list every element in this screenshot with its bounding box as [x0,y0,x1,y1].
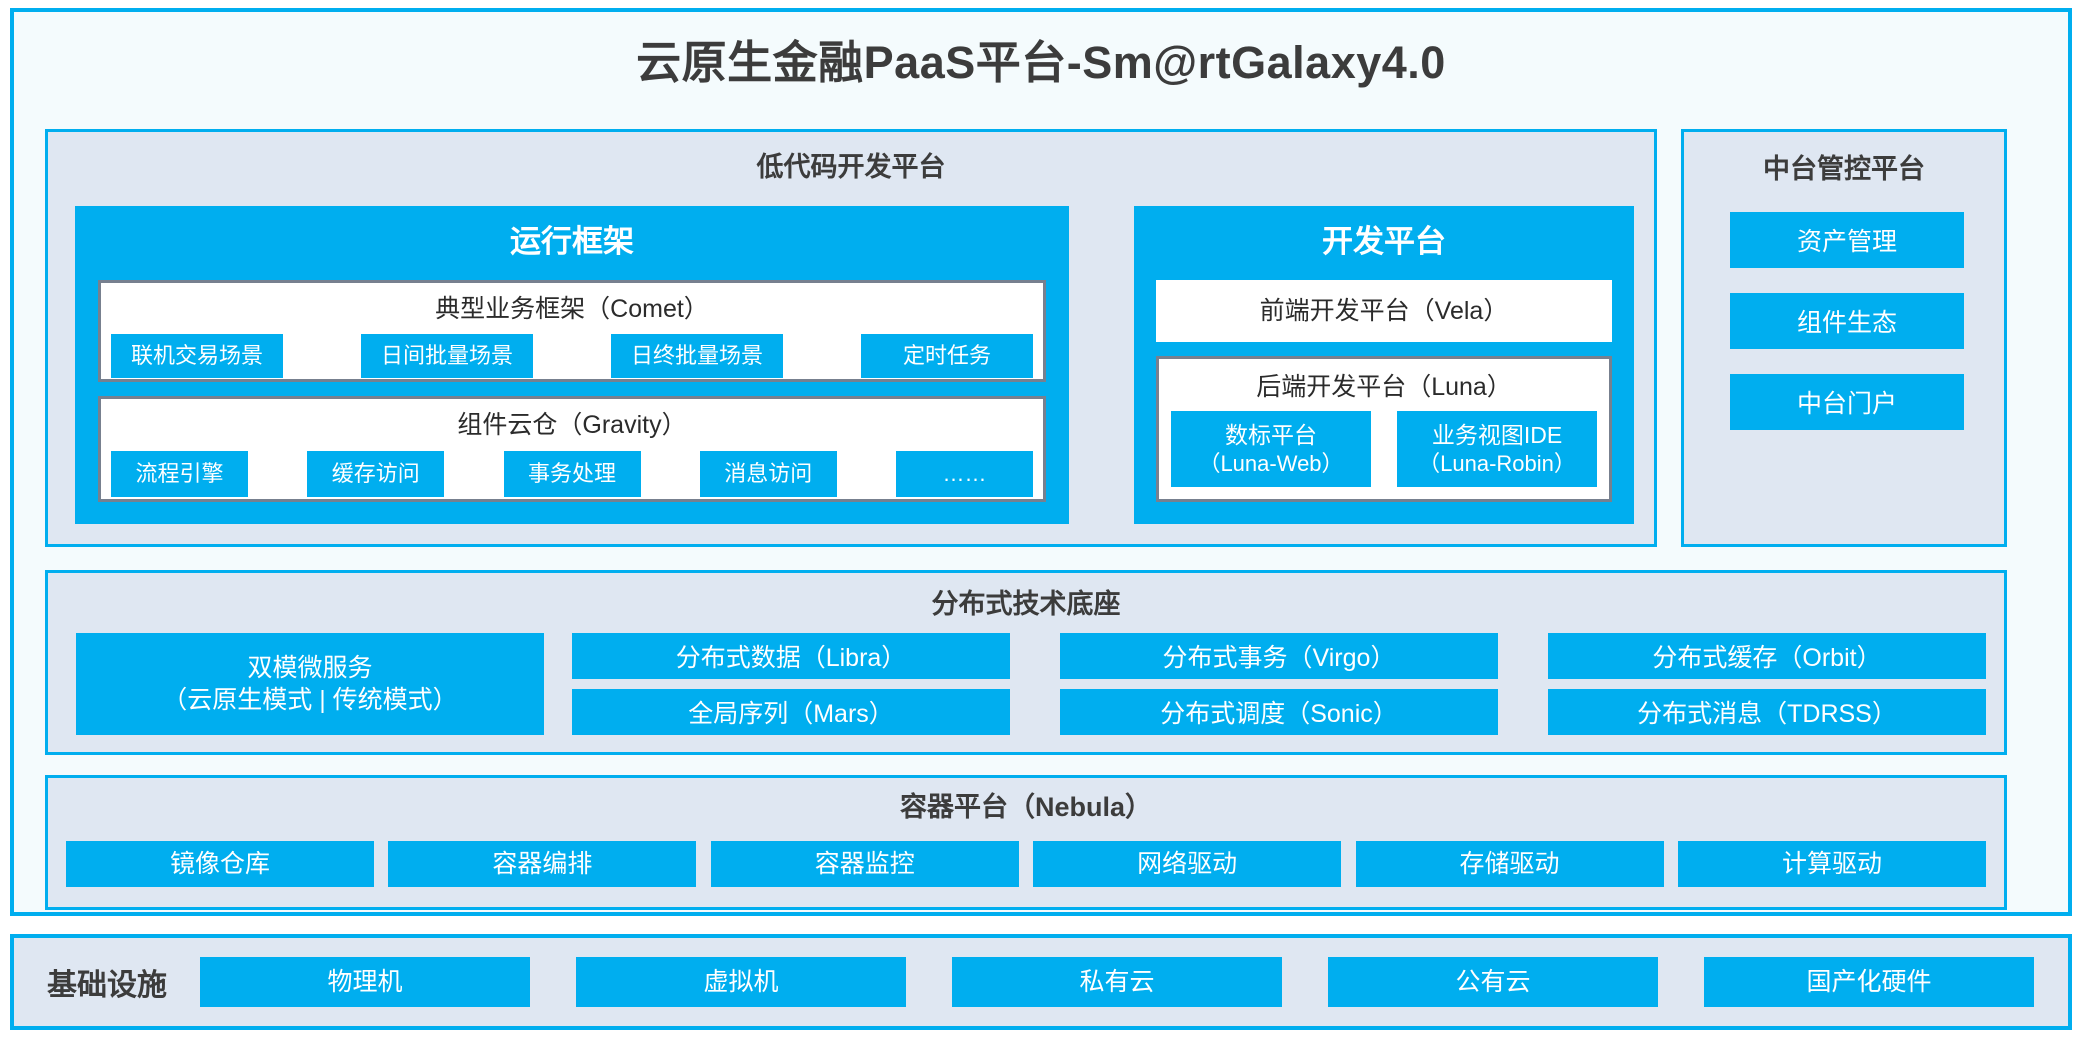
comet-title: 典型业务框架（Comet） [435,295,709,323]
infrastructure-label: 基础设施 [47,969,167,1002]
luna-web-chip[interactable]: 数标平台 （Luna-Web） [1171,411,1371,487]
infra-chip-virtual-machine[interactable]: 虚拟机 [576,957,906,1007]
luna-robin-chip[interactable]: 业务视图IDE （Luna-Robin） [1397,411,1597,487]
container-chip-image-registry[interactable]: 镜像仓库 [66,841,374,887]
luna-web-sublabel: （Luna-Web） [1198,450,1344,476]
comet-chip[interactable]: 日终批量场景 [611,334,783,378]
runtime-framework-block: 运行框架 典型业务框架（Comet） 联机交易场景 日间批量场景 日终批量场景 … [75,206,1069,524]
tech-base-panel: 分布式技术底座 双模微服务 （云原生模式 | 传统模式） 分布式数据（Libra… [45,570,2007,755]
infra-chip-domestic-hardware[interactable]: 国产化硬件 [1704,957,2034,1007]
tech-base-title: 分布式技术底座 [931,589,1121,619]
comet-chip[interactable]: 日间批量场景 [361,334,533,378]
tech-chip-virgo[interactable]: 分布式事务（Virgo） [1060,633,1498,679]
tech-chip-tdrss[interactable]: 分布式消息（TDRSS） [1548,689,1986,735]
vela-card[interactable]: 前端开发平台（Vela） [1156,280,1612,342]
comet-chip[interactable]: 联机交易场景 [111,334,283,378]
gravity-card: 组件云仓（Gravity） 流程引擎 缓存访问 事务处理 消息访问 …… [98,396,1046,502]
dev-platform-block: 开发平台 前端开发平台（Vela） 后端开发平台（Luna） 数标平台 （Lun… [1134,206,1634,524]
dev-platform-title: 开发平台 [1322,224,1446,259]
midoffice-platform-title: 中台管控平台 [1763,154,1925,184]
container-chip-row: 镜像仓库 容器编排 容器监控 网络驱动 存储驱动 计算驱动 [66,841,1986,887]
tech-chip-mars[interactable]: 全局序列（Mars） [572,689,1010,735]
container-chip-orchestration[interactable]: 容器编排 [388,841,697,887]
infra-chip-physical-machine[interactable]: 物理机 [200,957,530,1007]
container-chip-storage-driver[interactable]: 存储驱动 [1355,841,1664,887]
vela-title: 前端开发平台（Vela） [1259,296,1509,325]
gravity-title: 组件云仓（Gravity） [457,411,687,439]
gravity-chip-more[interactable]: …… [896,451,1033,497]
luna-robin-label: 业务视图IDE [1431,421,1563,448]
container-chip-monitoring[interactable]: 容器监控 [710,841,1019,887]
tech-chip-sonic[interactable]: 分布式调度（Sonic） [1060,689,1498,735]
tech-chip-libra[interactable]: 分布式数据（Libra） [572,633,1010,679]
infra-chip-private-cloud[interactable]: 私有云 [952,957,1282,1007]
tech-column-1: 分布式数据（Libra） 全局序列（Mars） [572,633,1010,745]
luna-chip-row: 数标平台 （Luna-Web） 业务视图IDE （Luna-Robin） [1159,411,1609,487]
runtime-framework-title: 运行框架 [510,224,634,259]
gravity-chip-row: 流程引擎 缓存访问 事务处理 消息访问 …… [101,451,1043,497]
tech-column-3: 分布式缓存（Orbit） 分布式消息（TDRSS） [1548,633,1986,745]
tech-column-2: 分布式事务（Virgo） 分布式调度（Sonic） [1060,633,1498,745]
gravity-chip[interactable]: 事务处理 [503,451,641,497]
gravity-chip[interactable]: 缓存访问 [307,451,445,497]
midoffice-item-list: 资产管理 组件生态 中台门户 [1730,212,1964,455]
dual-mode-label: 双模微服务 [247,653,373,682]
container-platform-title: 容器平台（Nebula） [899,792,1153,822]
container-chip-network-driver[interactable]: 网络驱动 [1033,841,1342,887]
infra-chip-public-cloud[interactable]: 公有云 [1328,957,1658,1007]
midoffice-platform-panel: 中台管控平台 资产管理 组件生态 中台门户 [1681,129,2007,547]
infrastructure-chip-row: 物理机 虚拟机 私有云 公有云 国产化硬件 [200,957,2068,1007]
comet-chip[interactable]: 定时任务 [861,334,1033,378]
lowcode-platform-title: 低代码开发平台 [756,152,946,182]
container-platform-panel: 容器平台（Nebula） 镜像仓库 容器编排 容器监控 网络驱动 存储驱动 计算… [45,775,2007,910]
gravity-chip[interactable]: 消息访问 [699,451,837,497]
comet-chip-row: 联机交易场景 日间批量场景 日终批量场景 定时任务 [101,334,1043,378]
dual-mode-microservice-block[interactable]: 双模微服务 （云原生模式 | 传统模式） [76,633,544,735]
midoffice-item-asset-management[interactable]: 资产管理 [1730,212,1964,268]
lowcode-platform-panel: 低代码开发平台 运行框架 典型业务框架（Comet） 联机交易场景 日间批量场景… [45,129,1657,547]
main-frame: 云原生金融PaaS平台-Sm@rtGalaxy4.0 低代码开发平台 运行框架 … [10,8,2072,916]
luna-web-label: 数标平台 [1225,421,1317,448]
luna-robin-sublabel: （Luna-Robin） [1418,450,1576,476]
container-chip-compute-driver[interactable]: 计算驱动 [1677,841,1986,887]
midoffice-item-portal[interactable]: 中台门户 [1730,374,1964,430]
page-title: 云原生金融PaaS平台-Sm@rtGalaxy4.0 [636,37,1446,88]
gravity-chip[interactable]: 流程引擎 [111,451,248,497]
luna-title: 后端开发平台（Luna） [1256,373,1512,401]
comet-card: 典型业务框架（Comet） 联机交易场景 日间批量场景 日终批量场景 定时任务 [98,280,1046,382]
infrastructure-panel: 基础设施 物理机 虚拟机 私有云 公有云 国产化硬件 [10,934,2072,1030]
tech-chip-orbit[interactable]: 分布式缓存（Orbit） [1548,633,1986,679]
dual-mode-sublabel: （云原生模式 | 传统模式） [162,686,458,714]
luna-card: 后端开发平台（Luna） 数标平台 （Luna-Web） 业务视图IDE （Lu… [1156,356,1612,502]
midoffice-item-component-ecosystem[interactable]: 组件生态 [1730,293,1964,349]
